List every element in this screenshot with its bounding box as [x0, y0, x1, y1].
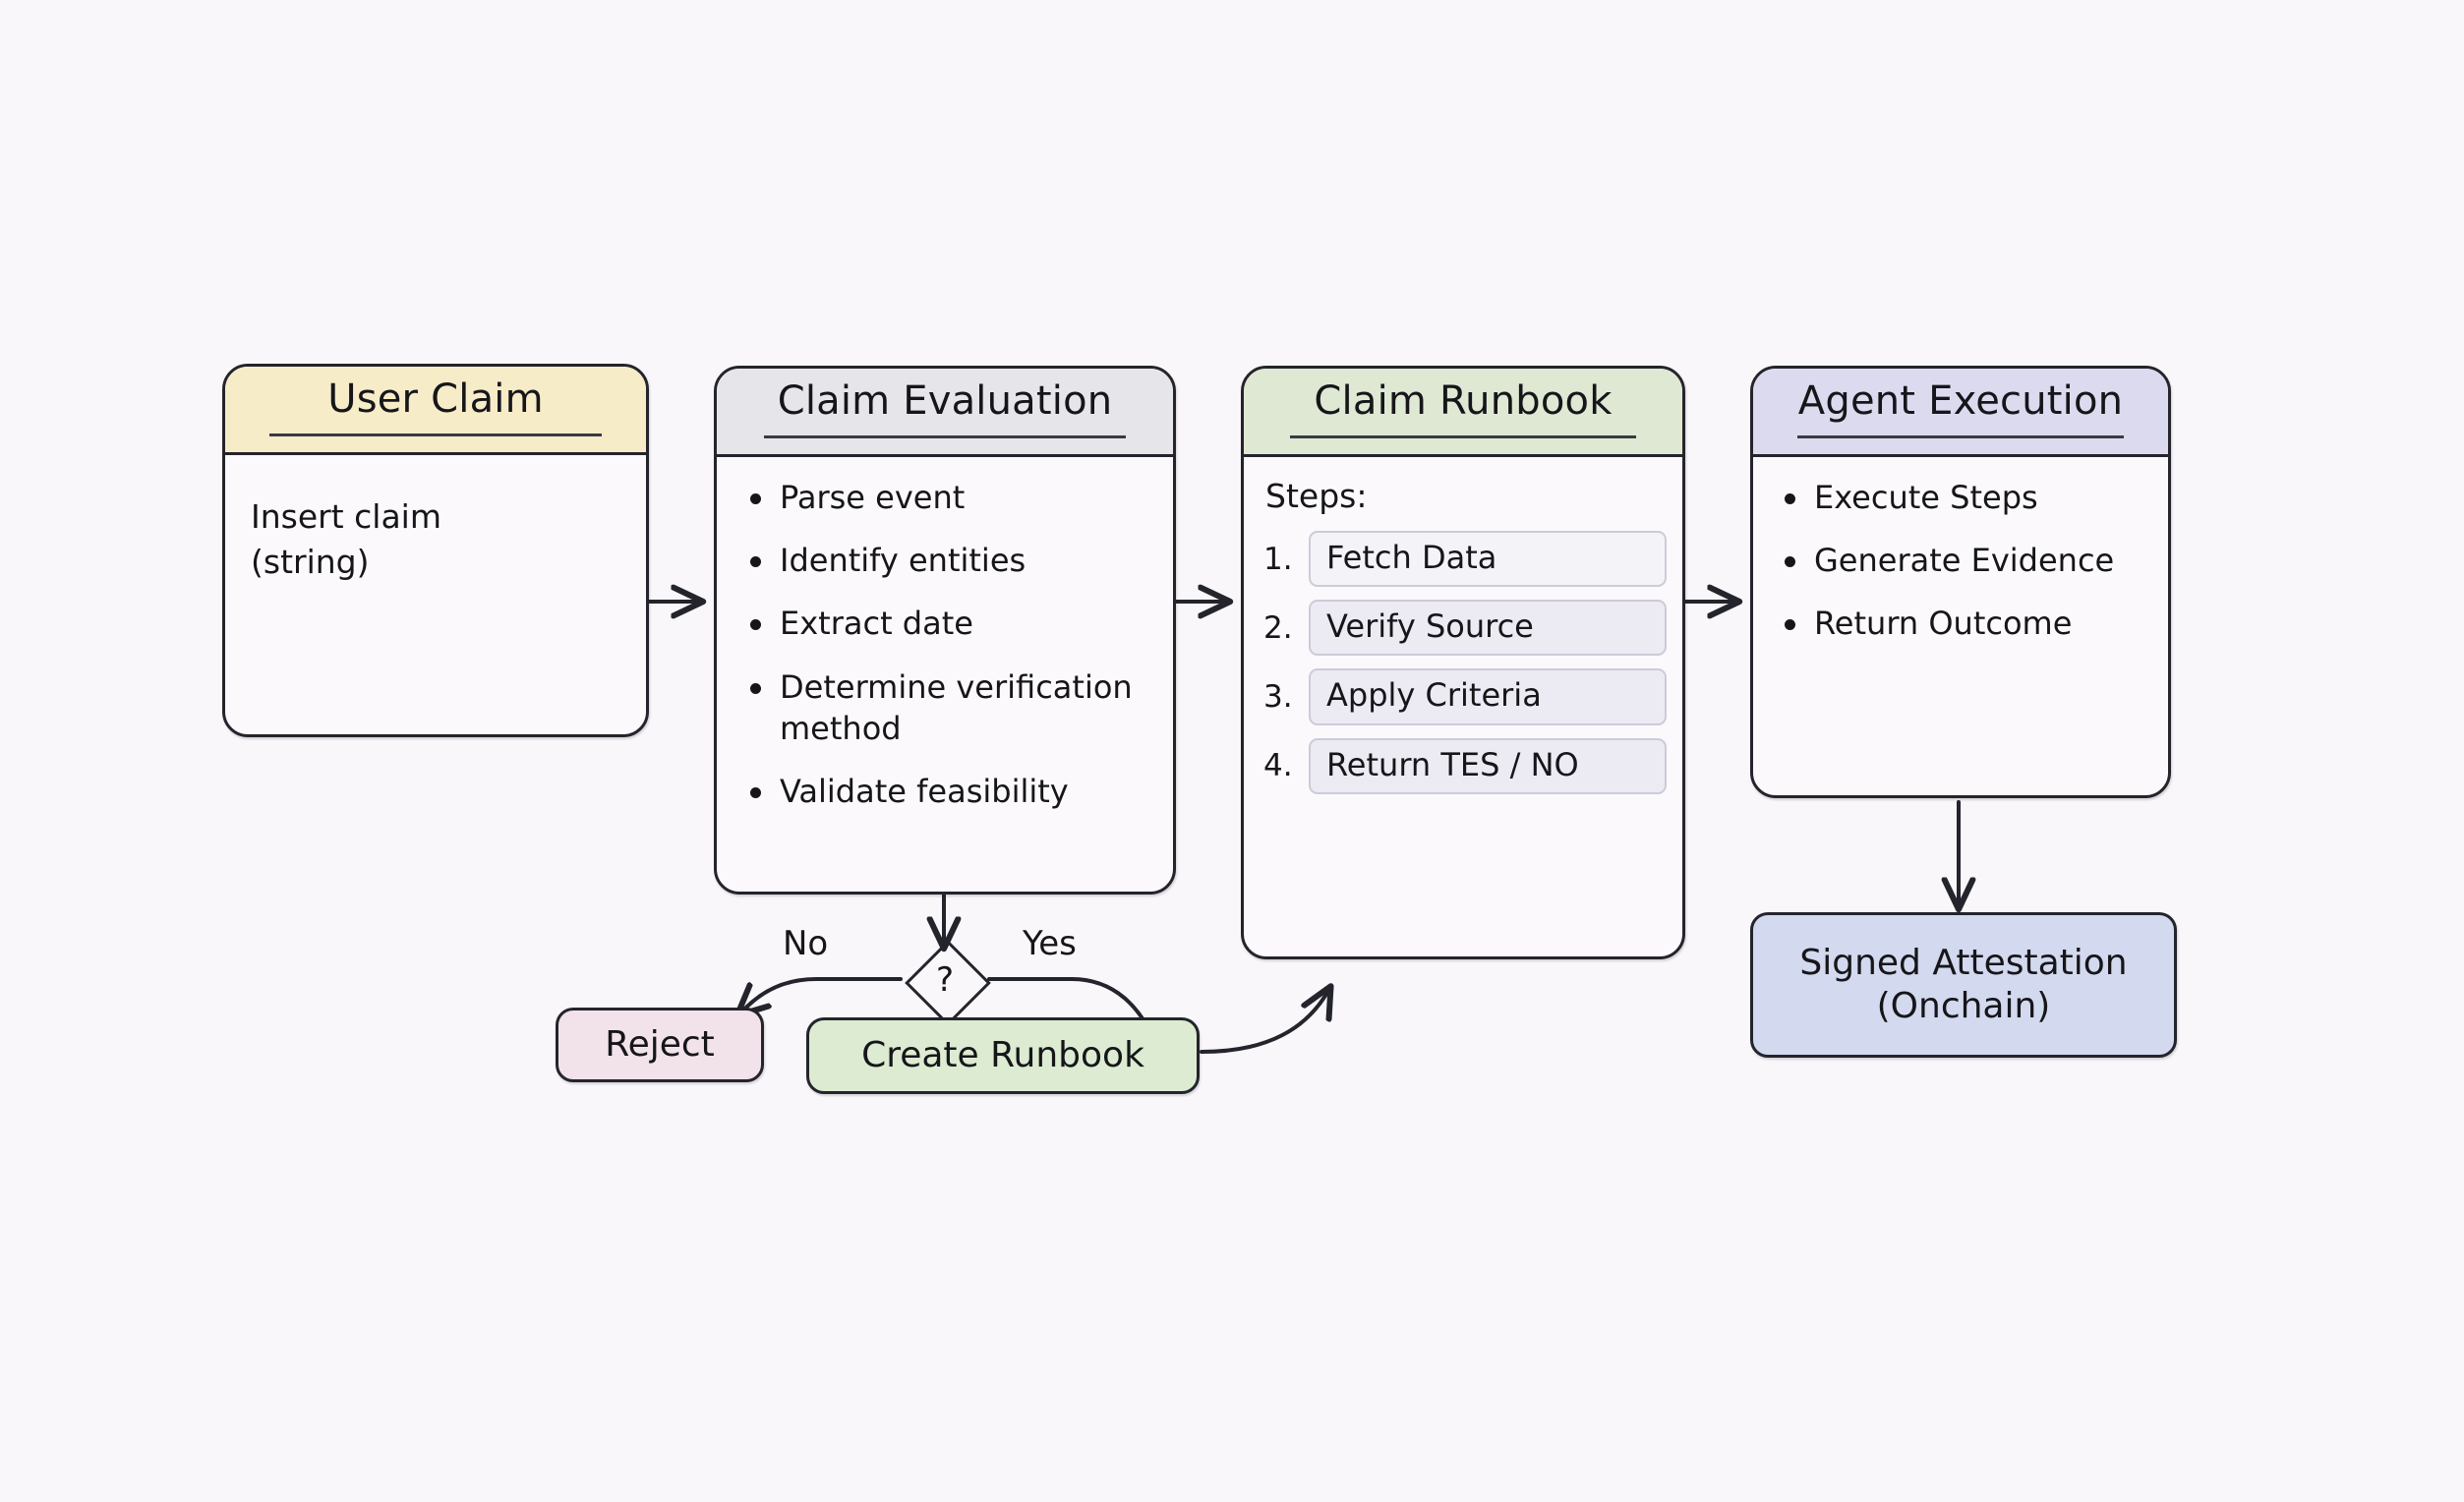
step-chip-apply-criteria[interactable]: Apply Criteria	[1309, 668, 1667, 725]
list-item: 3. Apply Criteria	[1263, 668, 1667, 725]
user-claim-text: Insert claim (string)	[251, 497, 441, 581]
list-item: Return Outcome	[1777, 603, 2146, 644]
title-rule	[1289, 435, 1637, 438]
step-chip-return-verdict[interactable]: Return TES / NO	[1309, 737, 1667, 794]
step-number: 1.	[1263, 541, 1293, 577]
title-rule	[269, 433, 602, 436]
runbook-steps-list: 1. Fetch Data 2. Verify Source 3. Apply …	[1263, 531, 1667, 794]
title-rule	[763, 435, 1127, 438]
step-chip-fetch-data[interactable]: Fetch Data	[1309, 531, 1667, 588]
card-claim-runbook-title: Claim Runbook	[1314, 378, 1613, 424]
edge-label-no: No	[783, 924, 829, 963]
card-agent-execution[interactable]: Agent Execution Execute Steps Generate E…	[1750, 366, 2171, 798]
card-claim-runbook-body: Steps: 1. Fetch Data 2. Verify Source 3.…	[1244, 457, 1682, 812]
list-item: Validate feasibility	[742, 771, 1151, 812]
step-number: 4.	[1263, 748, 1293, 784]
steps-label: Steps:	[1265, 477, 1368, 515]
step-chip-verify-source[interactable]: Verify Source	[1309, 600, 1667, 657]
edge-decision-no-to-reject	[739, 977, 903, 1013]
node-create-runbook[interactable]: Create Runbook	[806, 1017, 1200, 1094]
card-agent-execution-title: Agent Execution	[1797, 378, 2124, 424]
list-item: 4. Return TES / NO	[1263, 737, 1667, 794]
list-item: Parse event	[742, 477, 1151, 518]
create-runbook-label: Create Runbook	[861, 1035, 1144, 1076]
step-number: 2.	[1263, 609, 1293, 646]
list-item: Identify entities	[742, 540, 1151, 581]
agent-execution-bullet-list: Execute Steps Generate Evidence Return O…	[1777, 477, 2146, 645]
card-user-claim-body: Insert claim (string)	[225, 455, 646, 602]
card-agent-execution-body: Execute Steps Generate Evidence Return O…	[1753, 457, 2168, 663]
signed-attestation-label: Signed Attestation (Onchain)	[1799, 943, 2128, 1026]
card-agent-execution-header: Agent Execution	[1753, 369, 2168, 457]
step-number: 3.	[1263, 678, 1293, 715]
card-user-claim-title: User Claim	[327, 376, 544, 422]
node-reject[interactable]: Reject	[556, 1008, 764, 1082]
list-item: Extract date	[742, 603, 1151, 644]
list-item: 2. Verify Source	[1263, 600, 1667, 657]
claim-evaluation-bullet-list: Parse event Identify entities Extract da…	[742, 477, 1151, 812]
card-user-claim-header: User Claim	[225, 367, 646, 455]
card-claim-evaluation[interactable]: Claim Evaluation Parse event Identify en…	[714, 366, 1176, 895]
node-signed-attestation[interactable]: Signed Attestation (Onchain)	[1750, 912, 2177, 1058]
edge-label-yes: Yes	[1023, 924, 1077, 963]
card-claim-evaluation-body: Parse event Identify entities Extract da…	[717, 457, 1173, 830]
list-item: 1. Fetch Data	[1263, 531, 1667, 588]
reject-label: Reject	[605, 1024, 715, 1066]
list-item: Execute Steps	[1777, 477, 2146, 518]
card-claim-runbook-header: Claim Runbook	[1244, 369, 1682, 457]
card-claim-runbook[interactable]: Claim Runbook Steps: 1. Fetch Data 2. Ve…	[1241, 366, 1685, 959]
title-rule	[1797, 435, 2124, 438]
list-item: Determine verification method	[742, 666, 1151, 749]
edge-create-runbook-to-claim-runbook	[1200, 989, 1329, 1054]
list-item: Generate Evidence	[1777, 540, 2146, 581]
card-user-claim[interactable]: User Claim Insert claim (string)	[222, 364, 649, 737]
node-decision-diamond[interactable]: ?	[905, 940, 991, 1026]
decision-label: ?	[935, 960, 955, 1000]
card-claim-evaluation-title: Claim Evaluation	[777, 378, 1113, 424]
card-claim-evaluation-header: Claim Evaluation	[717, 369, 1173, 457]
